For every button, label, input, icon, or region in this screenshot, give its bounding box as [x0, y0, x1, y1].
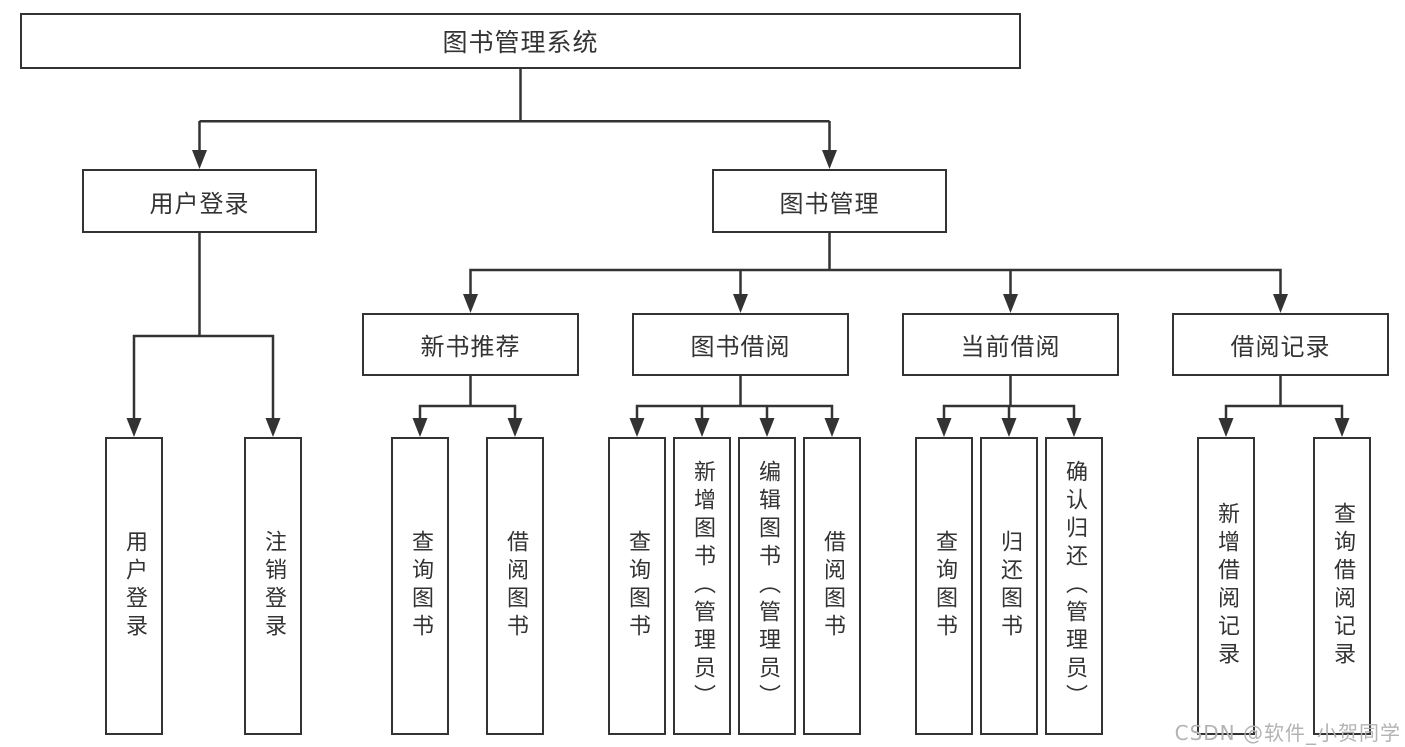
node-label: 当前借阅 [960, 333, 1061, 361]
arrow-icon [1334, 418, 1350, 437]
node-label: 查询图书 [932, 530, 957, 642]
node-label: 新增借阅记录 [1214, 502, 1239, 670]
arrow-icon [629, 418, 645, 437]
node-leaf-user-login: 用户登录 [105, 437, 163, 735]
node-leaf-add-book-admin: 新增图书（管理员） [673, 437, 731, 735]
node-leaf-query-borrow-record: 查询借阅记录 [1313, 437, 1371, 735]
arrow-icon [936, 418, 952, 437]
node-library-system: 图书管理系统 [20, 13, 1021, 69]
node-label: 归还图书 [997, 530, 1022, 642]
arrow-icon [192, 150, 207, 169]
node-label: 注销登录 [261, 530, 286, 642]
arrow-icon [822, 150, 837, 169]
node-book-borrowing: 图书借阅 [632, 313, 849, 376]
arrow-icon [1218, 418, 1234, 437]
node-label: 借阅记录 [1230, 333, 1331, 361]
node-leaf-logout: 注销登录 [244, 437, 302, 735]
arrow-icon [265, 418, 281, 437]
node-leaf-confirm-return-admin: 确认归还（管理员） [1045, 437, 1103, 735]
node-label: 查询图书 [408, 530, 433, 642]
node-label: 图书管理 [779, 189, 880, 218]
arrow-icon [1273, 294, 1288, 313]
node-label: 图书借阅 [690, 333, 791, 361]
node-borrow-records: 借阅记录 [1172, 313, 1389, 376]
node-new-book-recommend: 新书推荐 [362, 313, 579, 376]
node-leaf-query-books-recommend: 查询图书 [391, 437, 449, 735]
arrow-icon [463, 294, 478, 313]
arrow-icon [1066, 418, 1082, 437]
node-label: 新增图书（管理员） [690, 460, 715, 712]
arrow-icon [126, 418, 142, 437]
node-current-borrowing: 当前借阅 [902, 313, 1119, 376]
arrow-icon [824, 418, 840, 437]
arrow-icon [507, 418, 523, 437]
node-label: 编辑图书（管理员） [755, 460, 780, 712]
node-label: 查询图书 [625, 530, 650, 642]
node-leaf-query-books-current: 查询图书 [915, 437, 973, 735]
connector-paths [132, 69, 1344, 419]
node-leaf-borrow-books-borrowing: 借阅图书 [803, 437, 861, 735]
node-leaf-edit-book-admin: 编辑图书（管理员） [738, 437, 796, 735]
arrow-icon [1003, 294, 1018, 313]
node-label: 新书推荐 [420, 333, 521, 361]
node-label: 用户登录 [149, 189, 250, 218]
node-leaf-borrow-books-recommend: 借阅图书 [486, 437, 544, 735]
arrow-icon [694, 418, 710, 437]
node-label: 查询借阅记录 [1330, 502, 1355, 670]
node-user-login: 用户登录 [82, 169, 317, 233]
node-leaf-query-books-borrowing: 查询图书 [608, 437, 666, 735]
node-label: 借阅图书 [503, 530, 528, 642]
node-label: 借阅图书 [820, 530, 845, 642]
node-label: 图书管理系统 [442, 28, 599, 57]
watermark-text: CSDN @软件_小贺同学 [1174, 721, 1401, 745]
node-label: 确认归还（管理员） [1062, 460, 1087, 712]
node-leaf-add-borrow-record: 新增借阅记录 [1197, 437, 1255, 735]
arrow-icon [733, 294, 748, 313]
node-leaf-return-book: 归还图书 [980, 437, 1038, 735]
arrowheads [126, 150, 1350, 437]
arrow-icon [1001, 418, 1017, 437]
node-label: 用户登录 [122, 530, 147, 642]
arrow-icon [759, 418, 775, 437]
node-book-management: 图书管理 [712, 169, 947, 233]
arrow-icon [412, 418, 428, 437]
